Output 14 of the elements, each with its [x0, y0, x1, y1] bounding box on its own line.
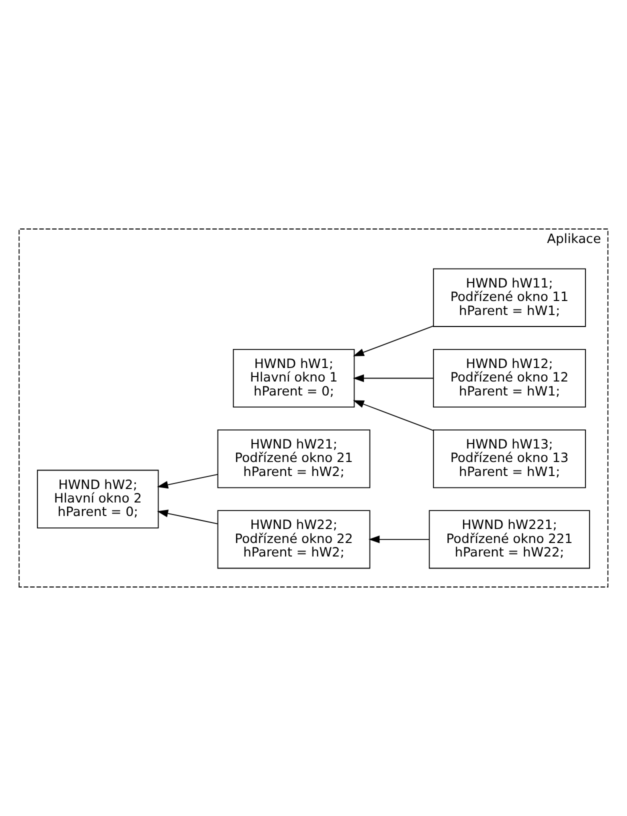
node-box: HWND hW12; Podřízené okno 12 hParent = hW1;: [433, 348, 586, 408]
arrow: [353, 326, 434, 356]
node-box: HWND hW22; Podřízené okno 22 hParent = hW2;: [217, 510, 370, 569]
arrow: [157, 474, 218, 489]
arrow: [352, 374, 434, 382]
node-box: HWND hW2; Hlavní okno 2 hParent = 0;: [36, 470, 159, 528]
node-box: HWND hW1; Hlavní okno 1 hParent = 0;: [232, 348, 355, 408]
node-box: HWND hW21; Podřízené okno 21 hParent = hW2;: [217, 430, 370, 488]
arrow: [353, 400, 434, 431]
arrow: [368, 536, 430, 544]
node-box: HWND hW11; Podřízené okno 11 hParent = hW1;: [433, 268, 586, 327]
node-box: HWND hW13; Podřízené okno 13 hParent = hW1;: [433, 430, 586, 488]
arrow: [157, 510, 218, 524]
node-box: HWND hW221; Podřízené okno 221 hParent = hW22;: [428, 510, 590, 569]
